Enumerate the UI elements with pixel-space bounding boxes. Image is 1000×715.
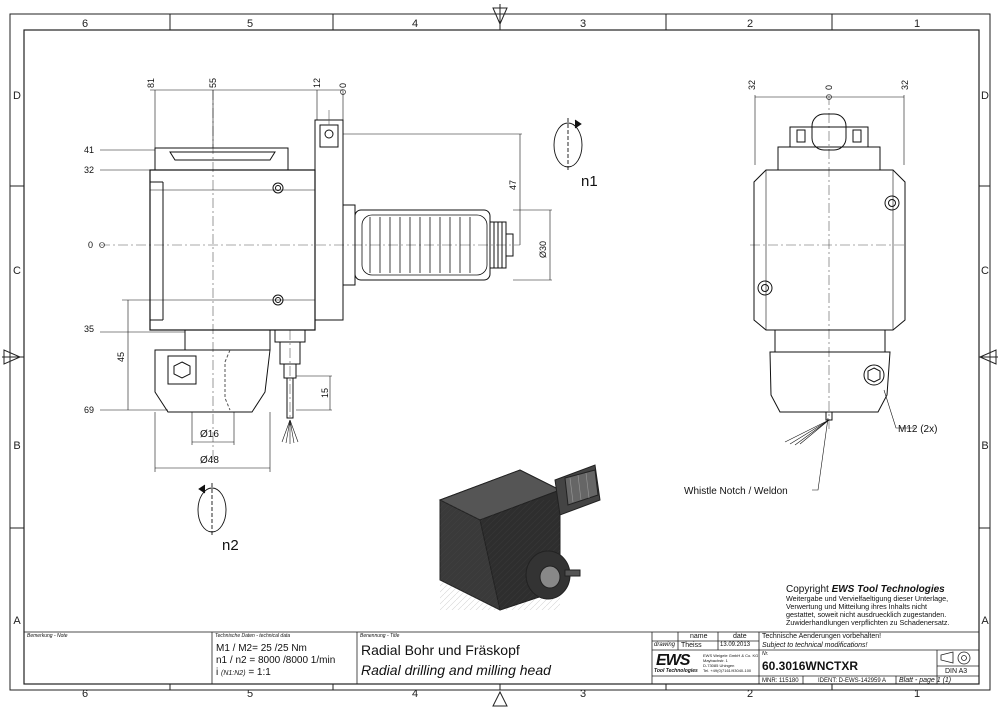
svg-text:n2: n2 <box>222 537 239 554</box>
copyright-line: Weitergabe und Vervielfaeltigung dieser … <box>786 594 949 603</box>
svg-text:0: 0 <box>88 240 93 250</box>
svg-text:5: 5 <box>247 688 253 700</box>
col-date-header: date <box>733 633 747 640</box>
title-english: Radial drilling and milling head <box>361 662 551 678</box>
svg-text:2: 2 <box>747 18 753 30</box>
svg-text:32: 32 <box>84 165 94 175</box>
ratio-mid: (N1:N2) <box>221 670 246 677</box>
svg-text:0: 0 <box>824 85 834 90</box>
drawing-date: 13.09.2013 <box>720 642 751 648</box>
address-line: Tel. +49(0)7161/93040-100 <box>703 668 752 673</box>
front-view <box>99 89 583 537</box>
address-line: EWS Weigele GmbH & Co. KG <box>703 653 759 658</box>
nr-label: Nr. <box>762 651 769 657</box>
svg-text:3: 3 <box>580 18 586 30</box>
svg-text:A: A <box>13 615 21 627</box>
svg-text:0: 0 <box>338 83 348 88</box>
svg-text:12: 12 <box>312 78 322 88</box>
svg-text:47: 47 <box>508 180 518 190</box>
copyright-line: gestattet, soweit nicht ausdruecklich zu… <box>786 610 947 619</box>
company-sub: Tool Technologies <box>654 668 698 674</box>
svg-text:81: 81 <box>146 78 156 88</box>
svg-text:n1: n1 <box>581 173 598 190</box>
projection-symbol <box>940 651 971 665</box>
svg-text:B: B <box>13 440 20 452</box>
tech-changes-en: Subject to technical modifications! <box>762 642 868 649</box>
ratio-value: = 1:1 <box>248 667 271 678</box>
svg-text:32: 32 <box>747 80 757 90</box>
sheet-format: DIN A3 <box>945 668 968 675</box>
company-logo: EWS <box>656 652 690 669</box>
svg-text:M12 (2x): M12 (2x) <box>898 424 937 435</box>
svg-text:A: A <box>981 615 989 627</box>
mnr: MNR: 115180 <box>762 678 799 684</box>
col-name-header: name <box>690 633 708 640</box>
svg-text:Ø48: Ø48 <box>200 455 219 466</box>
svg-text:B: B <box>981 440 988 452</box>
copyright-brand: EWS Tool Technologies <box>831 584 945 595</box>
title-label: Benennung - Title <box>360 633 400 639</box>
techdata-torque: M1 / M2= 25 /25 Nm <box>216 643 307 654</box>
svg-text:55: 55 <box>208 78 218 88</box>
techdata-label: Technische Daten - technical data <box>215 633 291 639</box>
svg-text:32: 32 <box>900 80 910 90</box>
front-view-dimensions: 81 55 12 0 41 32 0 35 69 45 15 Ø16 Ø48 4… <box>84 78 598 554</box>
svg-text:1: 1 <box>914 18 920 30</box>
part-number: 60.3016WNCTXR <box>762 659 859 673</box>
grid-labels: 6 5 4 3 2 1 6 5 4 3 2 1 D C B A D C B A <box>13 18 989 700</box>
svg-text:41: 41 <box>84 145 94 155</box>
svg-text:C: C <box>981 265 989 277</box>
isometric-render <box>438 464 601 611</box>
centering-marks <box>2 4 998 707</box>
svg-text:1: 1 <box>914 688 920 700</box>
tech-changes-de: Technische Aenderungen vorbehalten! <box>762 633 882 640</box>
svg-text:5: 5 <box>247 18 253 30</box>
techdata-ratio: i (N1:N2) = 1:1 <box>216 668 271 678</box>
copyright-notice: Copyright EWS Tool Technologies Weiterga… <box>786 584 976 627</box>
ident: IDENT: D-EWS-142959 A <box>818 678 887 684</box>
svg-text:15: 15 <box>320 388 330 398</box>
svg-text:Ø16: Ø16 <box>200 429 219 440</box>
side-view-dimensions: 32 0 32 M12 (2x) Whistle Notch / Weldon <box>684 80 937 497</box>
address-line: D-73085 Uhingen <box>703 663 735 668</box>
title-block-grid <box>23 631 980 685</box>
svg-text:4: 4 <box>412 688 418 700</box>
remarks-label: Bemerkung - Note <box>27 633 68 639</box>
techdata-speed: n1 / n2 = 8000 /8000 1/min <box>216 655 336 666</box>
copyright-prefix: Copyright <box>786 584 832 595</box>
copyright-line: Zuwiderhandlungen verpflichten zu Schade… <box>786 618 950 627</box>
svg-text:D: D <box>981 90 989 102</box>
svg-text:6: 6 <box>82 688 88 700</box>
row-drawing-label: drawing <box>654 642 676 648</box>
svg-text:2: 2 <box>747 688 753 700</box>
svg-text:Whistle Notch / Weldon: Whistle Notch / Weldon <box>684 486 788 497</box>
svg-text:3: 3 <box>580 688 586 700</box>
address-line: Maybachstr. 1 <box>703 658 728 663</box>
svg-text:C: C <box>13 265 21 277</box>
company-address: EWS Weigele GmbH & Co. KG Maybachstr. 1 … <box>703 653 758 673</box>
svg-text:D: D <box>13 90 21 102</box>
svg-text:45: 45 <box>116 352 126 362</box>
title-german: Radial Bohr und Fräskopf <box>361 642 520 658</box>
svg-text:35: 35 <box>84 324 94 334</box>
side-view <box>750 94 915 491</box>
svg-text:69: 69 <box>84 405 94 415</box>
sheet-number: Blatt - page 1 (1) <box>899 677 952 684</box>
svg-text:4: 4 <box>412 18 418 30</box>
drawer-name: Theiss <box>681 642 702 649</box>
svg-text:Ø30: Ø30 <box>538 241 548 258</box>
ratio-prefix: i <box>216 667 219 678</box>
svg-text:6: 6 <box>82 18 88 30</box>
copyright-line: Verwertung und Mitteilung ihres Inhalts … <box>786 602 928 611</box>
